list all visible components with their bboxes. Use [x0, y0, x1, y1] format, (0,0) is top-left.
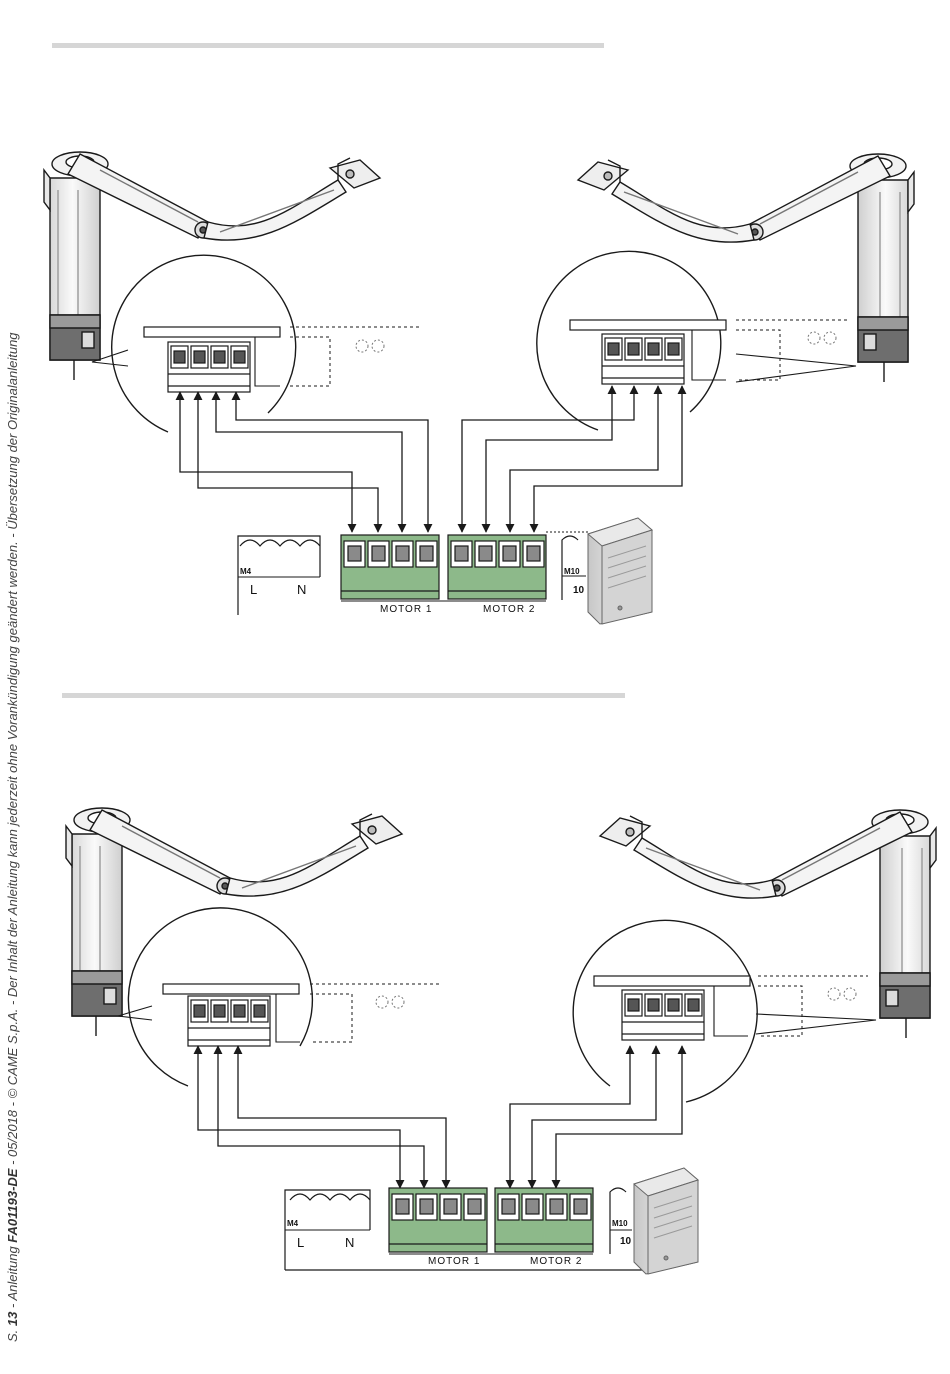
power-label-n: N [297, 582, 306, 597]
motor1-label: MOTOR 1 [380, 604, 432, 615]
power-block-code: M4 [287, 1219, 299, 1228]
aux-block-code: M10 [612, 1219, 628, 1228]
control-box-icon [634, 1168, 698, 1274]
motor1-label: MOTOR 1 [428, 1256, 480, 1267]
motor2-label: MOTOR 2 [483, 604, 535, 615]
terminal-motor2 [448, 535, 546, 599]
control-box-icon [588, 518, 652, 624]
power-label-l: L [250, 582, 257, 597]
terminal-motor1 [341, 535, 439, 599]
aux-block-code: M10 [564, 567, 580, 576]
diagram-bottom: M4 L N MOTOR 1 MOTOR 2 M10 10 [66, 808, 936, 1274]
power-label-l: L [297, 1235, 304, 1250]
aux-terminal: 10 [573, 585, 585, 596]
motor2-label: MOTOR 2 [530, 1256, 582, 1267]
terminal-motor1 [389, 1188, 487, 1252]
terminal-motor2 [495, 1188, 593, 1252]
power-label-n: N [345, 1235, 354, 1250]
diagram-top: M4 L N MOTOR 1 MOTOR 2 M10 10 [44, 152, 914, 624]
power-block-code: M4 [240, 567, 252, 576]
aux-terminal: 10 [620, 1236, 632, 1247]
